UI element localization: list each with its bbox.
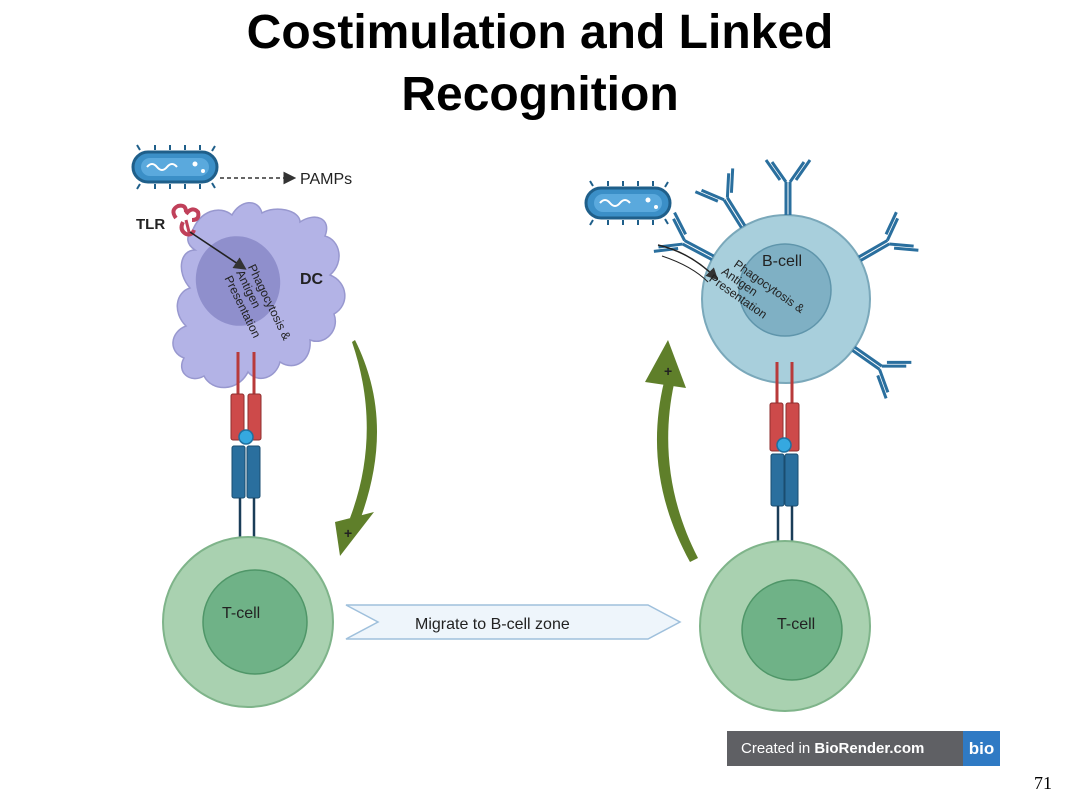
watermark-text: Created in BioRender.com (741, 740, 925, 757)
dc-uptake-arrow (189, 231, 247, 270)
page-number: 71 (1034, 773, 1052, 793)
slide-title: Costimulation and Linked Recognition (0, 2, 1080, 126)
plus-label-right: + (664, 363, 672, 379)
tcell-right (699, 540, 871, 712)
migrate-label: Migrate to B-cell zone (415, 616, 570, 633)
tlr-receptor-icon (171, 203, 201, 237)
pamps-label: PAMPs (300, 171, 352, 188)
bcr-antibody-icon-right (857, 211, 919, 262)
tlr-label: TLR (136, 216, 165, 233)
plus-label-left: + (344, 525, 352, 541)
migrate-arrow (345, 604, 682, 640)
bcell-uptake-arrow-1 (657, 244, 719, 281)
title-line-2: Recognition (401, 68, 679, 121)
biorender-logo-icon: bio (963, 731, 1000, 766)
tcell-left-label: T-cell (222, 605, 260, 622)
bcell (701, 214, 871, 384)
bcell-uptake-arrow-2 (661, 255, 709, 283)
biorender-watermark: Created in BioRender.com bio (727, 731, 1000, 766)
bacterium-left (131, 144, 219, 190)
bacterium-right (584, 180, 672, 226)
bcr-antibody-icon-upper-left (694, 168, 747, 229)
title-line-1: Costimulation and Linked (246, 6, 834, 59)
costimulation-arrow-left (335, 340, 378, 556)
tcell-left (162, 536, 334, 708)
bcr-antibody-icon-top (764, 159, 812, 215)
bcell-label: B-cell (762, 253, 802, 270)
tcell-right-label: T-cell (777, 616, 815, 633)
bcr-antibody-icon-lower-right (851, 345, 912, 399)
costimulation-arrow-right (645, 340, 698, 562)
bcr-antibody-icon-left (653, 211, 715, 261)
mhc-tcr-complex-right (769, 362, 800, 552)
dc-label: DC (300, 271, 324, 288)
